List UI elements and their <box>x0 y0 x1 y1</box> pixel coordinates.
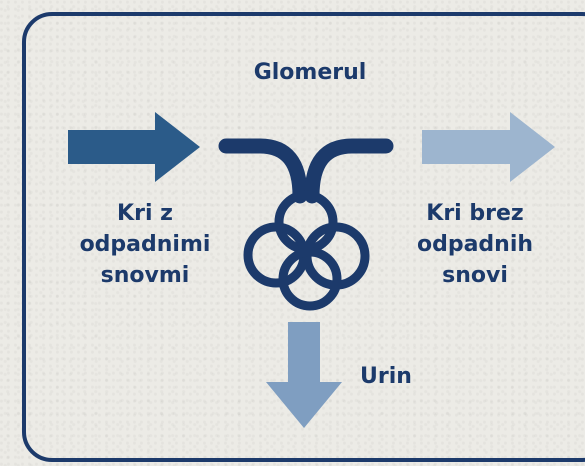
outflow-label-line-2: odpadnih <box>416 232 534 257</box>
inflow-label-line-1: Kri z <box>117 201 173 226</box>
inflow-label-line-3: snovmi <box>100 263 190 288</box>
outflow-label-line-1: Kri brez <box>426 201 524 226</box>
diagram-frame <box>22 12 585 462</box>
glomerulus-label: Glomerul <box>253 60 367 85</box>
glomerulus-icon <box>218 138 394 311</box>
inflow-arrow-icon <box>68 112 200 182</box>
outflow-label: Kri brez odpadnih snovi <box>385 198 565 291</box>
inflow-label: Kri z odpadnimi snovmi <box>55 198 235 291</box>
inflow-label-line-2: odpadnimi <box>79 232 211 257</box>
outflow-label-line-3: snovi <box>442 263 508 288</box>
urine-arrow-icon <box>266 322 342 428</box>
urine-label: Urin <box>360 364 412 389</box>
outflow-arrow-icon <box>422 112 555 182</box>
